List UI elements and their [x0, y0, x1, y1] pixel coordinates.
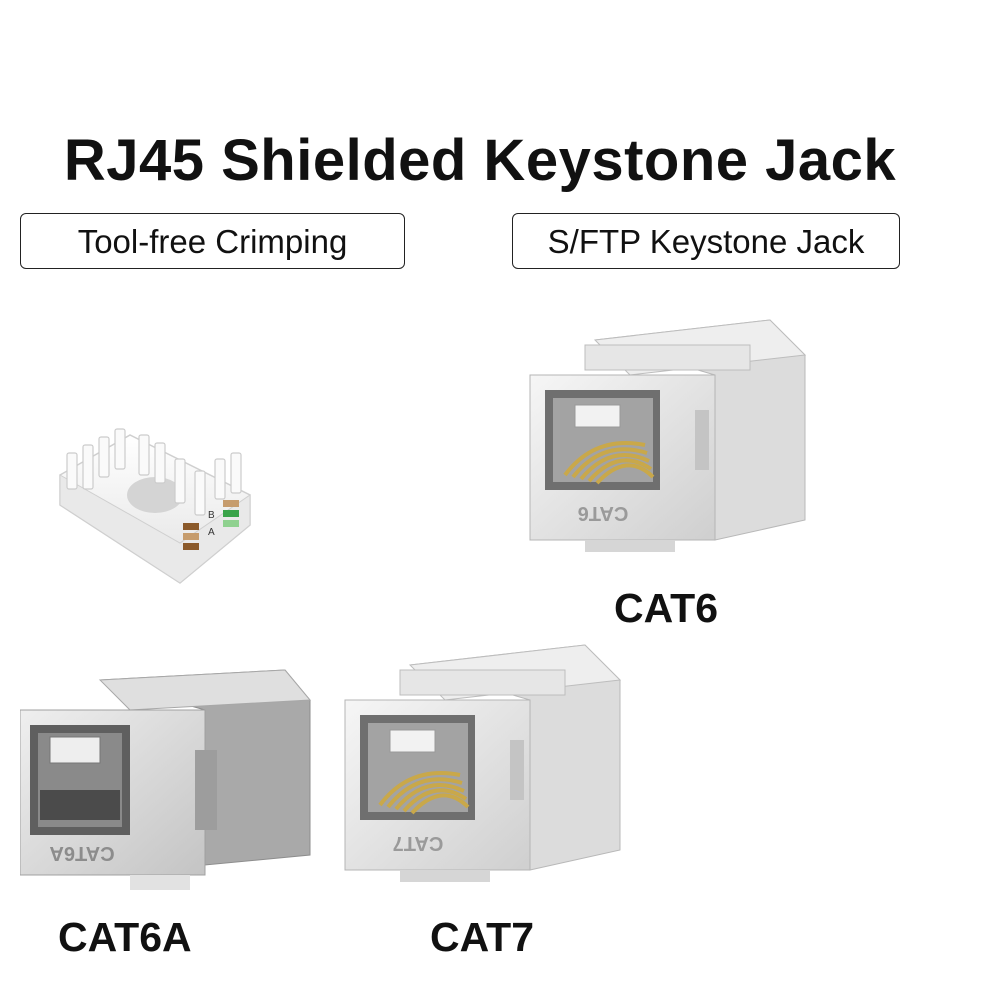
feature-tag-sftp: S/FTP Keystone Jack	[512, 213, 900, 269]
page-title: RJ45 Shielded Keystone Jack	[63, 128, 897, 193]
crimping-block-image: B A	[59, 428, 251, 584]
cat6a-emboss: CAT6A	[49, 842, 114, 864]
cat7-label: CAT7	[430, 914, 535, 960]
cat7-emboss: CAT7	[393, 832, 444, 854]
cat6a-label: CAT6A	[58, 914, 192, 960]
cat7-jack-image: CAT7	[344, 644, 622, 882]
wiring-label-a: A	[208, 527, 215, 538]
cat6-label: CAT6	[614, 585, 719, 631]
feature-tag-tool-free: Tool-free Crimping	[20, 213, 405, 269]
cat6-jack-image: CAT6	[529, 319, 807, 552]
cat6a-jack-image: CAT6A	[20, 669, 312, 890]
wiring-label-b: B	[208, 510, 215, 521]
cat6-emboss: CAT6	[578, 502, 629, 524]
